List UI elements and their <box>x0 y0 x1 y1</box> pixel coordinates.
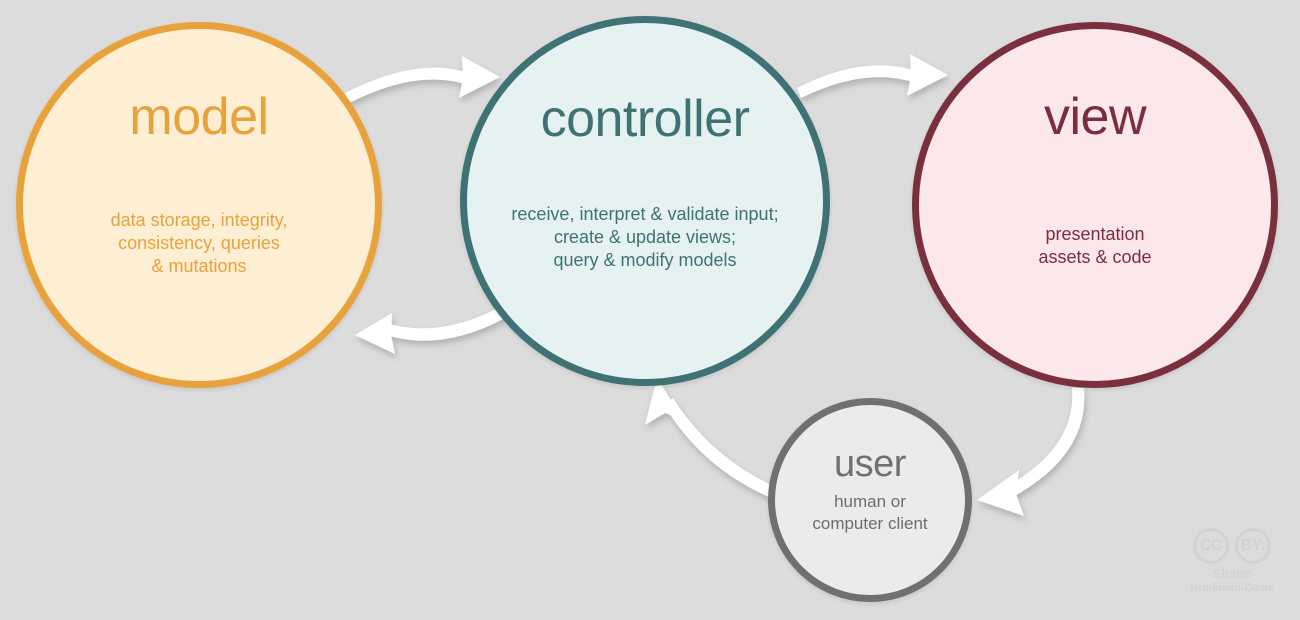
node-view-description-line-1: presentation <box>1045 224 1145 244</box>
by-mark-label: BY: <box>1240 537 1266 554</box>
node-controller-description-line-2: create & update views; <box>553 227 737 248</box>
node-user[interactable]: user human or computer client <box>768 398 972 602</box>
node-model-description-line-1: data storage, integrity, <box>110 210 288 230</box>
creative-commons-icon: CC <box>1193 528 1229 564</box>
node-user-title: user <box>834 443 906 485</box>
node-model-description-line-3: & mutations <box>151 256 247 277</box>
node-controller-description-line-3: query & modify models <box>553 250 737 271</box>
node-model[interactable]: model data storage, integrity, consisten… <box>16 22 382 388</box>
cc-marks: CC BY: <box>1172 528 1292 564</box>
cc-mark-label: CC <box>1199 537 1223 554</box>
license-badge[interactable]: CC BY: Shane Brinkman-Davis <box>1172 528 1292 610</box>
node-controller[interactable]: controller receive, interpret & validate… <box>460 16 830 386</box>
node-user-description: human or computer client <box>812 491 927 535</box>
arrow-model-to-controller <box>345 56 500 103</box>
arrow-controller-to-view <box>797 54 948 98</box>
node-model-title: model <box>129 88 269 146</box>
node-controller-description: receive, interpret & validate input; cre… <box>511 203 778 272</box>
arrow-view-to-user <box>977 388 1085 516</box>
node-view-description-line-2: assets & code <box>1038 247 1152 268</box>
node-user-description-line-1: human or <box>834 492 906 511</box>
node-view-description: presentation assets & code <box>1038 223 1151 269</box>
node-view-title: view <box>1043 88 1147 146</box>
node-user-description-line-2: computer client <box>812 513 928 533</box>
node-controller-description-line-1: receive, interpret & validate input; <box>511 204 779 224</box>
attribution-by-icon: BY: <box>1235 528 1271 564</box>
attribution-line-2: Brinkman-Davis <box>1190 581 1274 594</box>
node-model-description-line-2: consistency, queries <box>118 233 280 254</box>
node-model-description: data storage, integrity, consistency, qu… <box>111 209 288 278</box>
attribution-text: Shane Brinkman-Davis <box>1172 566 1292 594</box>
node-view[interactable]: view presentation assets & code <box>912 22 1278 388</box>
node-controller-title: controller <box>540 90 750 148</box>
arrow-controller-to-model <box>355 307 505 354</box>
attribution-line-1: Shane <box>1212 566 1252 581</box>
